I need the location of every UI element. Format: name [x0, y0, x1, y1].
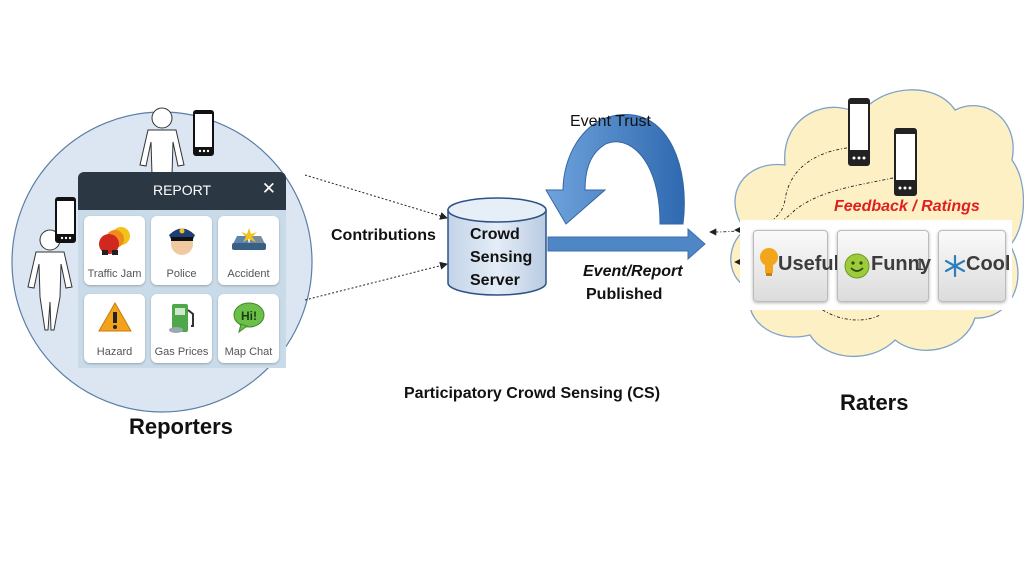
contribution-line-top [304, 174, 448, 220]
phone-icon-rater-2 [894, 128, 917, 196]
person-figure-left [27, 229, 73, 331]
report-panel: REPORT ✕ Traffic Jam Police [78, 172, 286, 368]
report-item-accident[interactable]: Accident [218, 216, 279, 285]
useful-label: Useful [778, 253, 840, 275]
reporters-label: Reporters [129, 414, 233, 439]
report-item-police[interactable]: Police [151, 216, 212, 285]
funny-count: 1 [915, 255, 925, 274]
feedback-ratings-label: Feedback / Ratings [834, 198, 980, 215]
snowflake-icon [944, 255, 966, 277]
map-chat-badge: Hi! [241, 309, 257, 323]
police-icon [169, 228, 195, 255]
cool-label: Cool [966, 253, 1011, 275]
report-item-hazard[interactable]: Hazard [84, 294, 145, 363]
useful-button[interactable]: Useful [753, 230, 839, 302]
report-item-label: Accident [227, 268, 270, 280]
phone-icon-reporter-left [55, 197, 76, 243]
report-item-label: Police [166, 268, 197, 280]
report-title: REPORT [152, 182, 212, 198]
lightbulb-icon [760, 248, 778, 276]
cool-button[interactable]: Cool [938, 230, 1010, 302]
raters-label: Raters [840, 390, 909, 415]
smiley-icon [844, 253, 870, 279]
contributions-label: Contributions [331, 227, 436, 244]
event-report-label: Event/Report [583, 263, 683, 280]
hazard-icon [98, 301, 132, 332]
server-label-line1: Crowd [470, 226, 520, 243]
report-item-label: Gas Prices [154, 346, 209, 358]
crowd-sensing-server [447, 197, 547, 296]
accident-icon [232, 228, 266, 250]
phone-icon-rater-1 [848, 98, 870, 166]
report-item-map-chat[interactable]: Hi! Map Chat [218, 294, 279, 363]
server-label-line2: Sensing [470, 249, 533, 266]
gas-prices-icon [169, 304, 194, 333]
funny-button[interactable]: Funny 1 [837, 230, 931, 302]
report-item-gas-prices[interactable]: Gas Prices [151, 294, 212, 363]
traffic-jam-icon [99, 227, 130, 255]
server-label-line3: Server [470, 272, 520, 289]
map-chat-icon: Hi! [233, 302, 265, 334]
report-header: REPORT ✕ [78, 172, 286, 210]
report-item-traffic-jam[interactable]: Traffic Jam [84, 216, 145, 285]
funny-label: Funny [871, 253, 931, 275]
published-label: Published [586, 286, 663, 303]
report-item-label: Traffic Jam [87, 268, 142, 280]
report-item-label: Hazard [96, 346, 133, 358]
phone-icon-reporter-top [193, 110, 214, 156]
report-item-label: Map Chat [224, 346, 273, 358]
diagram-caption: Participatory Crowd Sensing (CS) [404, 385, 661, 402]
event-trust-arrow [545, 114, 685, 225]
close-icon[interactable]: ✕ [261, 179, 276, 198]
event-trust-label: Event Trust [570, 113, 651, 130]
contribution-line-bottom [304, 261, 448, 301]
published-arrow [547, 227, 706, 261]
